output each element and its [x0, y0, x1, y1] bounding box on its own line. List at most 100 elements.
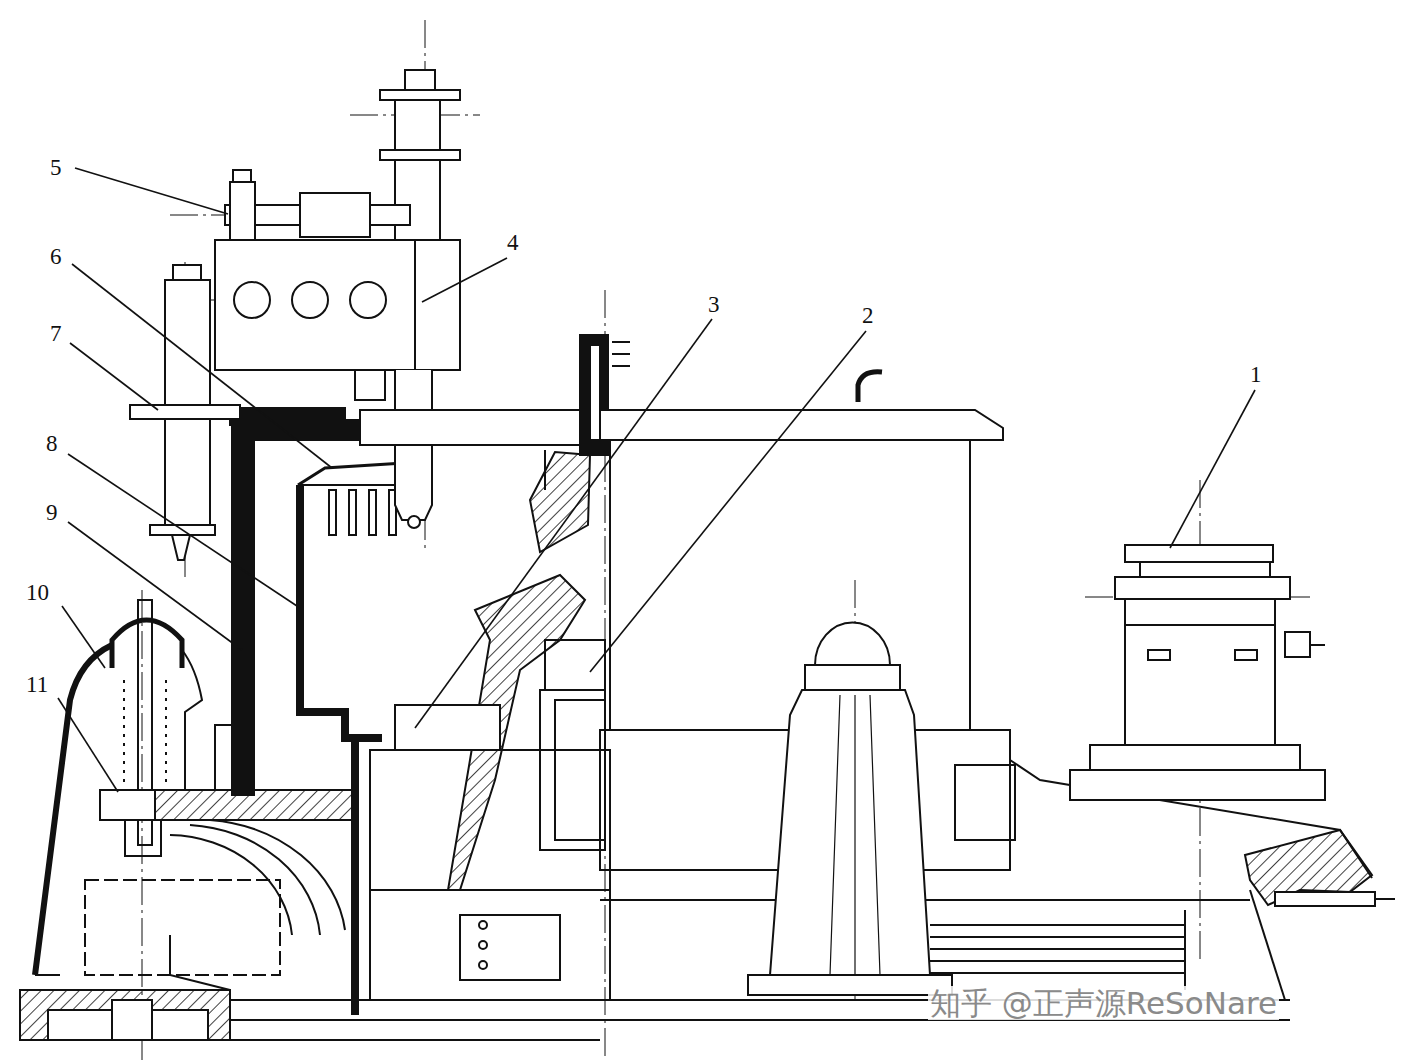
- column: [369, 490, 376, 535]
- callout-number: 2: [860, 303, 876, 328]
- cone: [748, 622, 1185, 995]
- pedestal-housing: [125, 820, 161, 856]
- feed-head: [300, 193, 370, 237]
- callout-number: 5: [48, 155, 64, 180]
- feed-head: [292, 282, 328, 318]
- drive-tower: [1275, 892, 1375, 906]
- drum: [460, 915, 560, 980]
- feed-head: [408, 516, 420, 528]
- callout-number: 6: [48, 244, 64, 269]
- callout-number: 11: [24, 672, 50, 697]
- watermark: 知乎 @正声源ReSoNare: [928, 986, 1279, 1020]
- drive-tower: [1070, 770, 1325, 800]
- callout-number: 9: [44, 500, 60, 525]
- drum: [479, 961, 487, 969]
- feed-head: [350, 282, 386, 318]
- base-plate: [20, 990, 230, 1040]
- drive-tower: [1285, 632, 1310, 657]
- cone: [1184, 910, 1186, 990]
- drive-tower: [1115, 577, 1290, 599]
- drive-tower: [1140, 562, 1270, 577]
- drum: [540, 690, 605, 850]
- leader-line: [415, 319, 712, 728]
- feed-head: [233, 170, 251, 182]
- drum: [955, 765, 1015, 840]
- drive-tower: [1148, 650, 1170, 660]
- drum: [395, 705, 500, 750]
- cone: [930, 924, 1185, 926]
- drive-tower: [1125, 545, 1273, 562]
- drive-tower: [1375, 898, 1395, 900]
- column: [351, 740, 359, 1015]
- cone: [770, 690, 930, 975]
- pedestal-housing: [35, 974, 60, 976]
- leader-line: [422, 258, 507, 302]
- column: [230, 408, 420, 1015]
- drum: [858, 372, 882, 402]
- drum: [612, 341, 630, 343]
- drive-tower: [1070, 545, 1395, 1000]
- base-plate: [230, 1039, 600, 1041]
- drum: [610, 440, 970, 730]
- pedestal-housing: [170, 835, 292, 935]
- feed-head: [130, 405, 240, 419]
- column: [349, 490, 356, 535]
- feed-head: [130, 70, 460, 560]
- pedestal-housing: [35, 600, 358, 990]
- drum: [360, 410, 600, 445]
- pedestal-housing: [190, 825, 320, 935]
- feed-head: [173, 265, 201, 280]
- leader-line: [68, 454, 300, 608]
- cone: [748, 975, 952, 995]
- feed-head: [215, 240, 460, 370]
- drive-tower: [1235, 650, 1257, 660]
- callout-number: 10: [24, 580, 51, 605]
- callout-number: 7: [48, 321, 64, 346]
- pedestal-housing: [210, 820, 345, 930]
- drum: [360, 335, 1372, 1000]
- leader-line: [590, 331, 866, 672]
- pedestal-housing: [165, 680, 167, 785]
- pedestal-housing: [85, 880, 280, 975]
- leader-line: [70, 343, 158, 410]
- drum: [600, 410, 1003, 440]
- callout-number: 4: [505, 230, 521, 255]
- feed-head: [405, 70, 435, 90]
- drum: [555, 700, 605, 840]
- pedestal-housing: [100, 790, 358, 820]
- center-line: [142, 20, 1310, 1060]
- column: [329, 490, 336, 535]
- drive-tower: [1090, 745, 1300, 770]
- cone: [805, 665, 900, 690]
- drive-tower: [1310, 644, 1325, 646]
- drum: [590, 345, 600, 440]
- pedestal-housing: [123, 680, 125, 785]
- column: [230, 408, 368, 440]
- leader-line: [68, 522, 242, 650]
- cone: [830, 695, 880, 975]
- drum: [479, 921, 487, 929]
- cone: [930, 960, 1185, 962]
- drum: [612, 365, 630, 367]
- drum: [370, 750, 610, 1000]
- callout-number: 3: [706, 292, 722, 317]
- drive-tower: [1125, 625, 1275, 745]
- pedestal-housing: [170, 935, 230, 990]
- cone: [930, 910, 1185, 990]
- leader-line: [58, 698, 118, 792]
- feed-head: [234, 282, 270, 318]
- callout-number: 1: [1248, 362, 1264, 387]
- column: [232, 415, 254, 795]
- leader-line: [1170, 390, 1255, 548]
- leader-line: [72, 264, 332, 468]
- base-plate: [112, 1000, 152, 1040]
- feed-head: [380, 150, 460, 160]
- feed-head: [230, 182, 255, 240]
- drum: [530, 452, 590, 552]
- pedestal-housing: [182, 650, 202, 790]
- pedestal-housing: [100, 790, 155, 820]
- cone: [930, 972, 1185, 974]
- cone: [930, 948, 1185, 950]
- leader-line: [62, 606, 105, 668]
